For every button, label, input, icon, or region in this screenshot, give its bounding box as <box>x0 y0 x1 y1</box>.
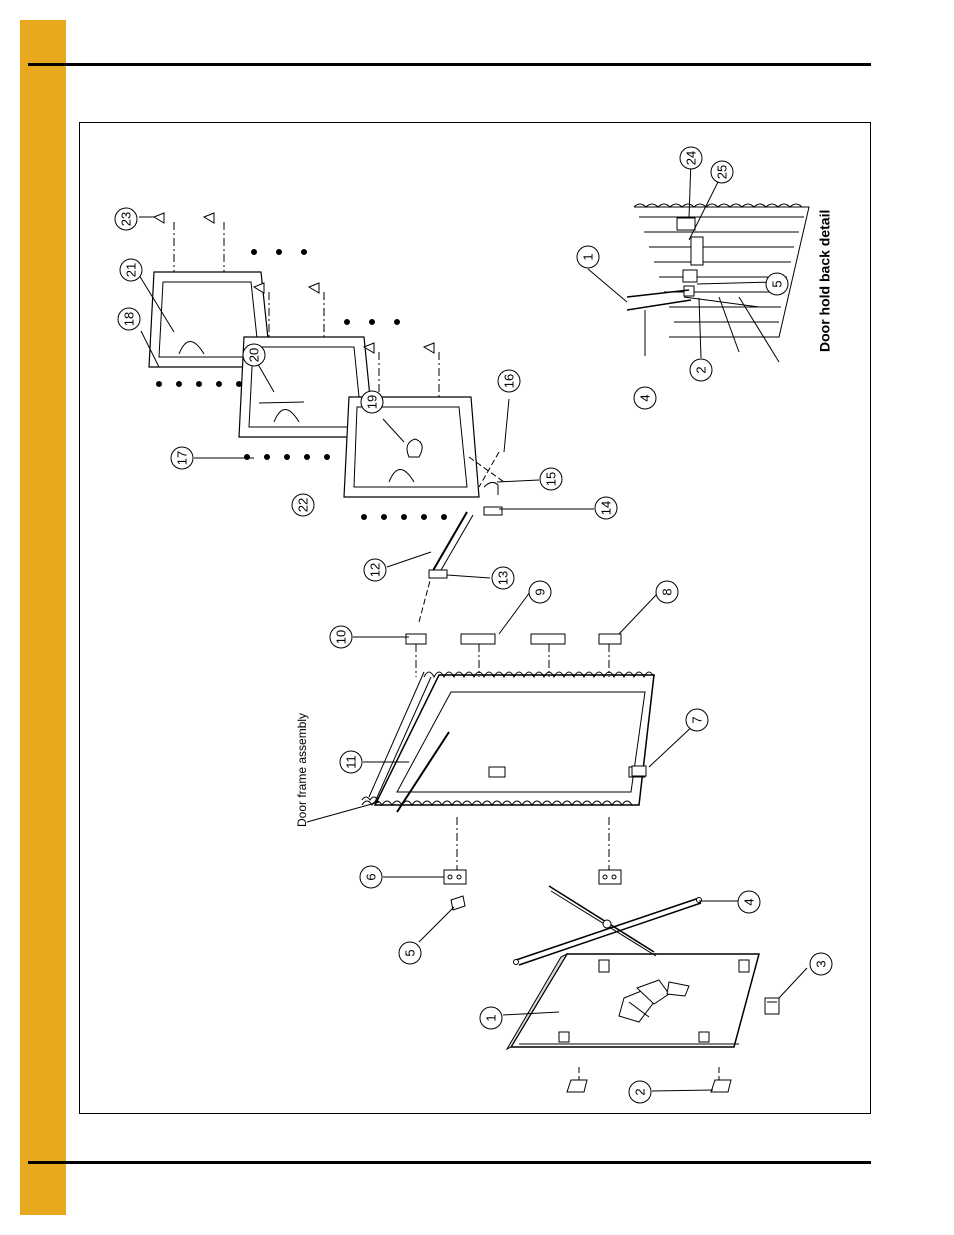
svg-text:1: 1 <box>484 1014 499 1021</box>
callout-22: 22 <box>291 493 315 517</box>
bracket-3 <box>764 997 780 1015</box>
svg-text:19: 19 <box>365 395 380 409</box>
svg-text:25: 25 <box>715 165 730 179</box>
callout-2: 2 <box>628 1080 652 1104</box>
svg-text:24: 24 <box>684 151 699 165</box>
hold-back-detail <box>626 203 810 363</box>
svg-text:8: 8 <box>660 588 675 595</box>
diagram-border <box>79 122 871 1114</box>
callout-detail-4: 4 <box>633 386 657 410</box>
callout-8: 8 <box>655 580 679 604</box>
footer-rule <box>28 1161 871 1164</box>
catch-plates <box>405 633 622 677</box>
callout-detail-2: 2 <box>689 358 713 382</box>
svg-text:2: 2 <box>633 1088 648 1095</box>
callout-5: 5 <box>398 941 422 965</box>
callout-18: 18 <box>117 307 141 331</box>
svg-text:11: 11 <box>344 755 359 769</box>
callout-1: 1 <box>479 1006 503 1030</box>
door-hold-arm <box>513 885 702 966</box>
svg-text:12: 12 <box>368 563 383 577</box>
svg-text:5: 5 <box>403 949 418 956</box>
svg-text:23: 23 <box>119 212 134 226</box>
callout-10: 10 <box>329 625 353 649</box>
hinge-2 <box>566 1067 732 1093</box>
leader-lines <box>138 158 808 1092</box>
svg-text:18: 18 <box>122 312 137 326</box>
callout-24: 24 <box>679 146 703 170</box>
svg-text:5: 5 <box>770 280 785 287</box>
callout-detail-1: 1 <box>576 245 600 269</box>
page-side-tab <box>20 20 66 1215</box>
svg-text:20: 20 <box>247 348 262 362</box>
callout-7: 7 <box>685 708 709 732</box>
door-panel <box>505 952 760 1051</box>
callout-6: 6 <box>359 865 383 889</box>
callout-12: 12 <box>363 558 387 582</box>
svg-text:17: 17 <box>175 451 190 465</box>
svg-text:1: 1 <box>581 253 596 260</box>
svg-text:10: 10 <box>334 630 349 644</box>
callout-20: 20 <box>242 343 266 367</box>
door-frame-assembly <box>361 671 655 813</box>
callout-23: 23 <box>114 207 138 231</box>
callout-11: 11 <box>339 750 363 774</box>
svg-text:21: 21 <box>124 263 139 277</box>
callout-16: 16 <box>497 369 521 393</box>
handle-parts <box>428 451 503 579</box>
callout-25: 25 <box>710 160 734 184</box>
callout-21: 21 <box>119 258 143 282</box>
callout-4: 4 <box>737 890 761 914</box>
svg-text:16: 16 <box>502 374 517 388</box>
header-rule <box>28 63 871 66</box>
caption-door-frame-assembly: Door frame assembly <box>295 713 309 827</box>
hinge-5-6 <box>443 817 622 911</box>
callout-15: 15 <box>539 467 563 491</box>
svg-text:15: 15 <box>544 472 559 486</box>
svg-text:2: 2 <box>694 366 709 373</box>
callout-detail-5: 5 <box>765 272 789 296</box>
callout-17: 17 <box>170 446 194 470</box>
svg-text:4: 4 <box>638 394 653 401</box>
latch-7 <box>631 765 647 777</box>
svg-text:14: 14 <box>599 501 614 515</box>
svg-text:9: 9 <box>533 588 548 595</box>
svg-text:3: 3 <box>814 960 829 967</box>
callout-13: 13 <box>491 566 515 590</box>
svg-text:13: 13 <box>496 571 511 585</box>
caption-door-hold-back-detail: Door hold back detail <box>817 210 833 352</box>
callout-19: 19 <box>360 390 384 414</box>
svg-text:4: 4 <box>742 898 757 905</box>
svg-text:22: 22 <box>296 498 311 512</box>
svg-text:6: 6 <box>364 873 379 880</box>
handle-rod-12 <box>418 511 474 623</box>
callout-9: 9 <box>528 580 552 604</box>
callout-3: 3 <box>809 952 833 976</box>
callout-14: 14 <box>594 496 618 520</box>
latch-plate-assemblies <box>148 212 505 520</box>
svg-text:7: 7 <box>690 716 705 723</box>
exploded-parts-diagram: 1 2 3 4 5 6 7 8 9 10 11 12 13 14 15 16 1… <box>79 122 871 1114</box>
